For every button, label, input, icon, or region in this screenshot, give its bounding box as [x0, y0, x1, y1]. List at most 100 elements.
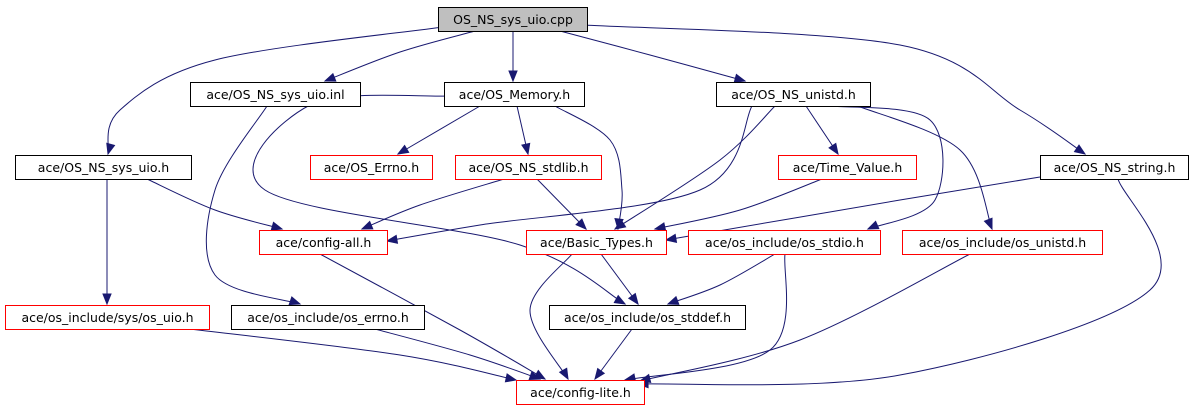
- node-label: ace/OS_Memory.h: [459, 87, 570, 102]
- arrowhead: [733, 73, 747, 83]
- arrowhead: [627, 292, 639, 306]
- edge-line: [637, 178, 1162, 386]
- node-root[interactable]: OS_NS_sys_uio.cpp: [438, 7, 588, 32]
- node-label: ace/OS_NS_unistd.h: [731, 87, 856, 102]
- edge-line: [361, 178, 505, 230]
- edge-unistd-to-os_unistd: [857, 105, 993, 231]
- node-sys-uio-h[interactable]: ace/OS_NS_sys_uio.h: [15, 155, 192, 180]
- node-basic-types[interactable]: ace/Basic_Types.h: [526, 230, 667, 255]
- node-os-errno[interactable]: ace/os_include/os_errno.h: [231, 305, 425, 330]
- node-label: ace/config-lite.h: [530, 385, 631, 400]
- edge-line: [583, 24, 1086, 155]
- node-config-lite[interactable]: ace/config-lite.h: [516, 380, 645, 405]
- arrowhead: [866, 220, 880, 230]
- node-label: ace/OS_Errno.h: [324, 160, 419, 175]
- node-sys-os-uio[interactable]: ace/os_include/sys/os_uio.h: [5, 305, 210, 330]
- node-box: [190, 82, 361, 107]
- edge-os_stddef-to-config_lite: [594, 328, 633, 381]
- node-os-stddef[interactable]: ace/os_include/os_stddef.h: [549, 305, 746, 330]
- arrowhead: [270, 221, 284, 231]
- edge-time_value-to-basic_types: [653, 178, 823, 232]
- edge-unistd-to-basic_types: [613, 105, 776, 230]
- node-box: [444, 82, 585, 107]
- node-memory[interactable]: ace/OS_Memory.h: [444, 82, 585, 107]
- edge-sys_uio_inl-to-os_errno: [205, 105, 302, 306]
- arrowhead: [613, 294, 627, 305]
- node-unistd[interactable]: ace/OS_NS_unistd.h: [716, 82, 871, 107]
- node-box: [310, 155, 433, 180]
- edge-basic_types-to-os_stddef: [600, 253, 639, 306]
- edge-root-to-sys_uio_h: [106, 26, 444, 156]
- edge-line: [654, 178, 823, 230]
- edge-line: [829, 105, 944, 230]
- node-label: ace/os_include/os_stddef.h: [564, 310, 731, 325]
- node-box: [516, 380, 645, 405]
- arrowhead: [558, 367, 569, 381]
- node-label: ace/config-all.h: [276, 235, 372, 250]
- arrowhead: [385, 234, 399, 244]
- node-box: [902, 230, 1103, 255]
- node-time-value[interactable]: ace/Time_Value.h: [778, 155, 917, 180]
- edge-root-to-unistd: [559, 30, 747, 83]
- node-os-unistd[interactable]: ace/os_include/os_unistd.h: [902, 230, 1103, 255]
- arrowhead: [323, 72, 337, 82]
- node-config-all[interactable]: ace/config-all.h: [259, 230, 388, 255]
- node-label: ace/OS_NS_stdlib.h: [468, 160, 588, 175]
- edge-basic_types-to-config_lite: [529, 253, 573, 381]
- arrowhead: [653, 222, 667, 232]
- node-box: [688, 230, 881, 255]
- node-os-stdio[interactable]: ace/os_include/os_stdio.h: [688, 230, 881, 255]
- node-box: [716, 82, 871, 107]
- arrowhead: [106, 142, 116, 156]
- node-label: ace/os_include/os_stdio.h: [705, 235, 864, 250]
- node-sys-uio-inl[interactable]: ace/OS_NS_sys_uio.inl: [190, 82, 361, 107]
- edge-unistd-to-os_stdio: [829, 105, 944, 230]
- edge-sys_uio_h-to-sys_os_uio: [102, 179, 112, 306]
- node-label: ace/os_include/sys/os_uio.h: [21, 310, 193, 325]
- arrowhead: [504, 373, 518, 383]
- edge-sys_uio_h-to-config_all: [146, 178, 284, 231]
- edge-line: [559, 30, 746, 82]
- edge-memory-to-os_stddef: [252, 94, 627, 305]
- node-box: [15, 155, 192, 180]
- node-box: [231, 305, 425, 330]
- edge-line: [189, 328, 517, 381]
- node-box: [438, 7, 588, 32]
- node-errno[interactable]: ace/OS_Errno.h: [310, 155, 433, 180]
- arrowhead: [521, 142, 531, 156]
- node-label: OS_NS_sys_uio.cpp: [453, 12, 573, 27]
- node-box: [549, 305, 746, 330]
- node-label: ace/os_include/os_errno.h: [247, 310, 409, 325]
- arrowhead: [360, 220, 374, 230]
- node-box: [5, 305, 210, 330]
- edge-string-to-config_lite: [636, 178, 1162, 389]
- edge-os_errno-to-config_lite: [374, 328, 542, 381]
- edges-layer: [102, 24, 1162, 389]
- node-box: [259, 230, 388, 255]
- edge-line: [374, 328, 541, 380]
- edge-memory-to-errno: [396, 105, 481, 155]
- edge-root-to-sys_uio_inl: [323, 30, 476, 82]
- edge-line: [107, 26, 444, 155]
- node-string[interactable]: ace/OS_NS_string.h: [1040, 155, 1189, 180]
- arrowhead: [666, 295, 680, 305]
- edge-line: [252, 94, 626, 305]
- arrowhead: [508, 70, 518, 83]
- node-box: [526, 230, 667, 255]
- node-stdlib[interactable]: ace/OS_NS_stdlib.h: [455, 155, 602, 180]
- node-label: ace/Basic_Types.h: [540, 235, 653, 250]
- node-label: ace/OS_NS_sys_uio.inl: [206, 87, 344, 102]
- node-label: ace/Time_Value.h: [793, 160, 903, 175]
- edge-root-to-memory: [508, 31, 518, 83]
- edge-stdlib-to-config_all: [360, 178, 505, 230]
- edge-line: [667, 253, 776, 305]
- edge-unistd-to-config_all: [385, 105, 753, 244]
- node-label: ace/OS_NS_sys_uio.h: [38, 160, 169, 175]
- arrowhead: [528, 371, 542, 381]
- edge-unistd-to-time_value: [805, 105, 839, 156]
- node-box: [1040, 155, 1189, 180]
- arrowhead: [396, 144, 410, 155]
- edge-line: [639, 253, 971, 382]
